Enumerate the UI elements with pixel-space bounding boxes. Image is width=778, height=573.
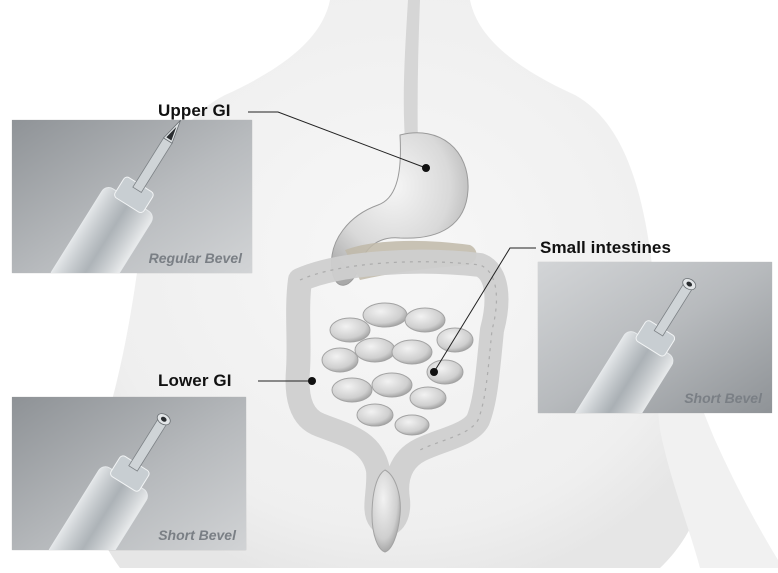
lower-gi-label: Lower GI (158, 371, 232, 391)
small-intestines-dot (430, 368, 438, 376)
needle-panel-short-bevel-left: Short Bevel (12, 397, 246, 550)
lower-gi-dot (308, 377, 316, 385)
needle-panel-short-bevel-right: Short Bevel (538, 262, 772, 413)
panel-caption: Regular Bevel (149, 250, 242, 266)
small-intestines-label: Small intestines (540, 238, 671, 258)
upper-gi-label: Upper GI (158, 101, 231, 121)
panel-caption: Short Bevel (158, 527, 236, 543)
needle-panel-regular-bevel: Regular Bevel (12, 120, 252, 273)
upper-gi-dot (422, 164, 430, 172)
panel-caption: Short Bevel (684, 390, 762, 406)
